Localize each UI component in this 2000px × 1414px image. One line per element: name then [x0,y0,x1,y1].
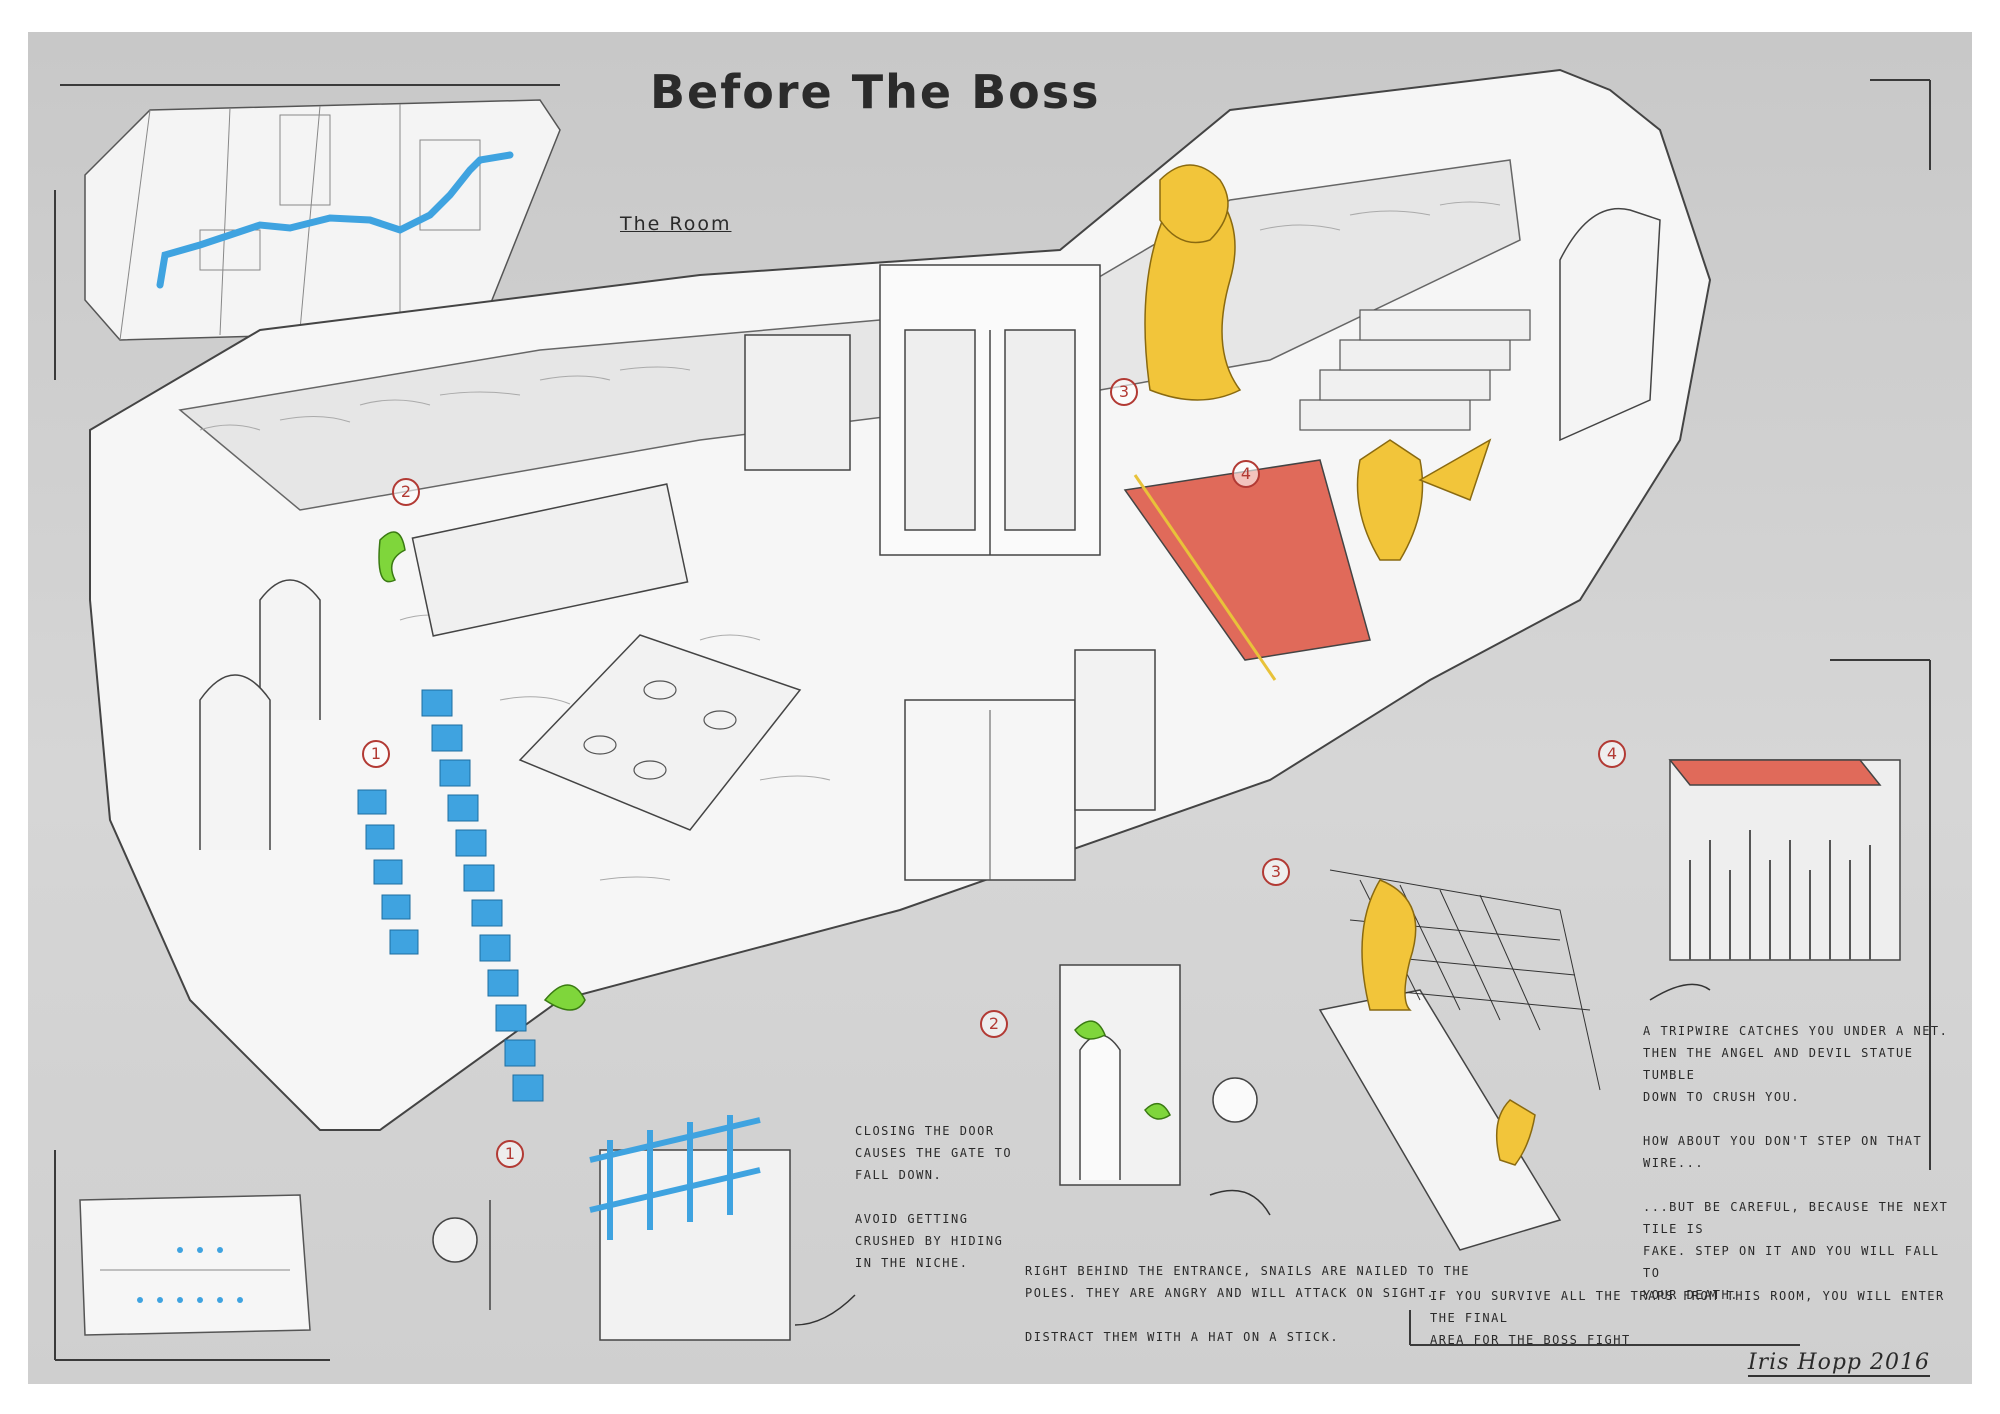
marker-3-detail: 3 [1262,858,1290,886]
artist-signature: Iris Hopp 2016 [1747,1350,1930,1377]
marker-1: 1 [362,740,390,768]
note-gate: Closing the door causes the gate to fall… [855,1124,1013,1270]
note-snails: Right behind the entrance, snails are na… [1025,1264,1470,1344]
marker-1-detail: 1 [496,1140,524,1168]
detail-net-trap [1318,869,1601,1251]
detail-spike-pit [1668,759,1901,961]
section-subtitle: The Room [620,213,732,235]
main-room [89,68,1712,1131]
overview-thumbnail [84,99,561,341]
marker-4-detail: 4 [1598,740,1626,768]
frame-lines [54,79,1931,1361]
floor-plan-thumbnail [79,1194,311,1336]
note-tripwire: A tripwire catches you under a net. Then… [1643,1024,1949,1302]
page-title: Before The Boss [650,65,1101,119]
detail-snail-pole [1059,964,1258,1186]
marker-4: 4 [1232,460,1260,488]
detail-gate [432,1115,791,1341]
marker-3: 3 [1110,378,1138,406]
marker-2: 2 [392,478,420,506]
marker-2-detail: 2 [980,1010,1008,1038]
note-final-area: If you survive all the traps from this r… [1430,1289,1945,1347]
